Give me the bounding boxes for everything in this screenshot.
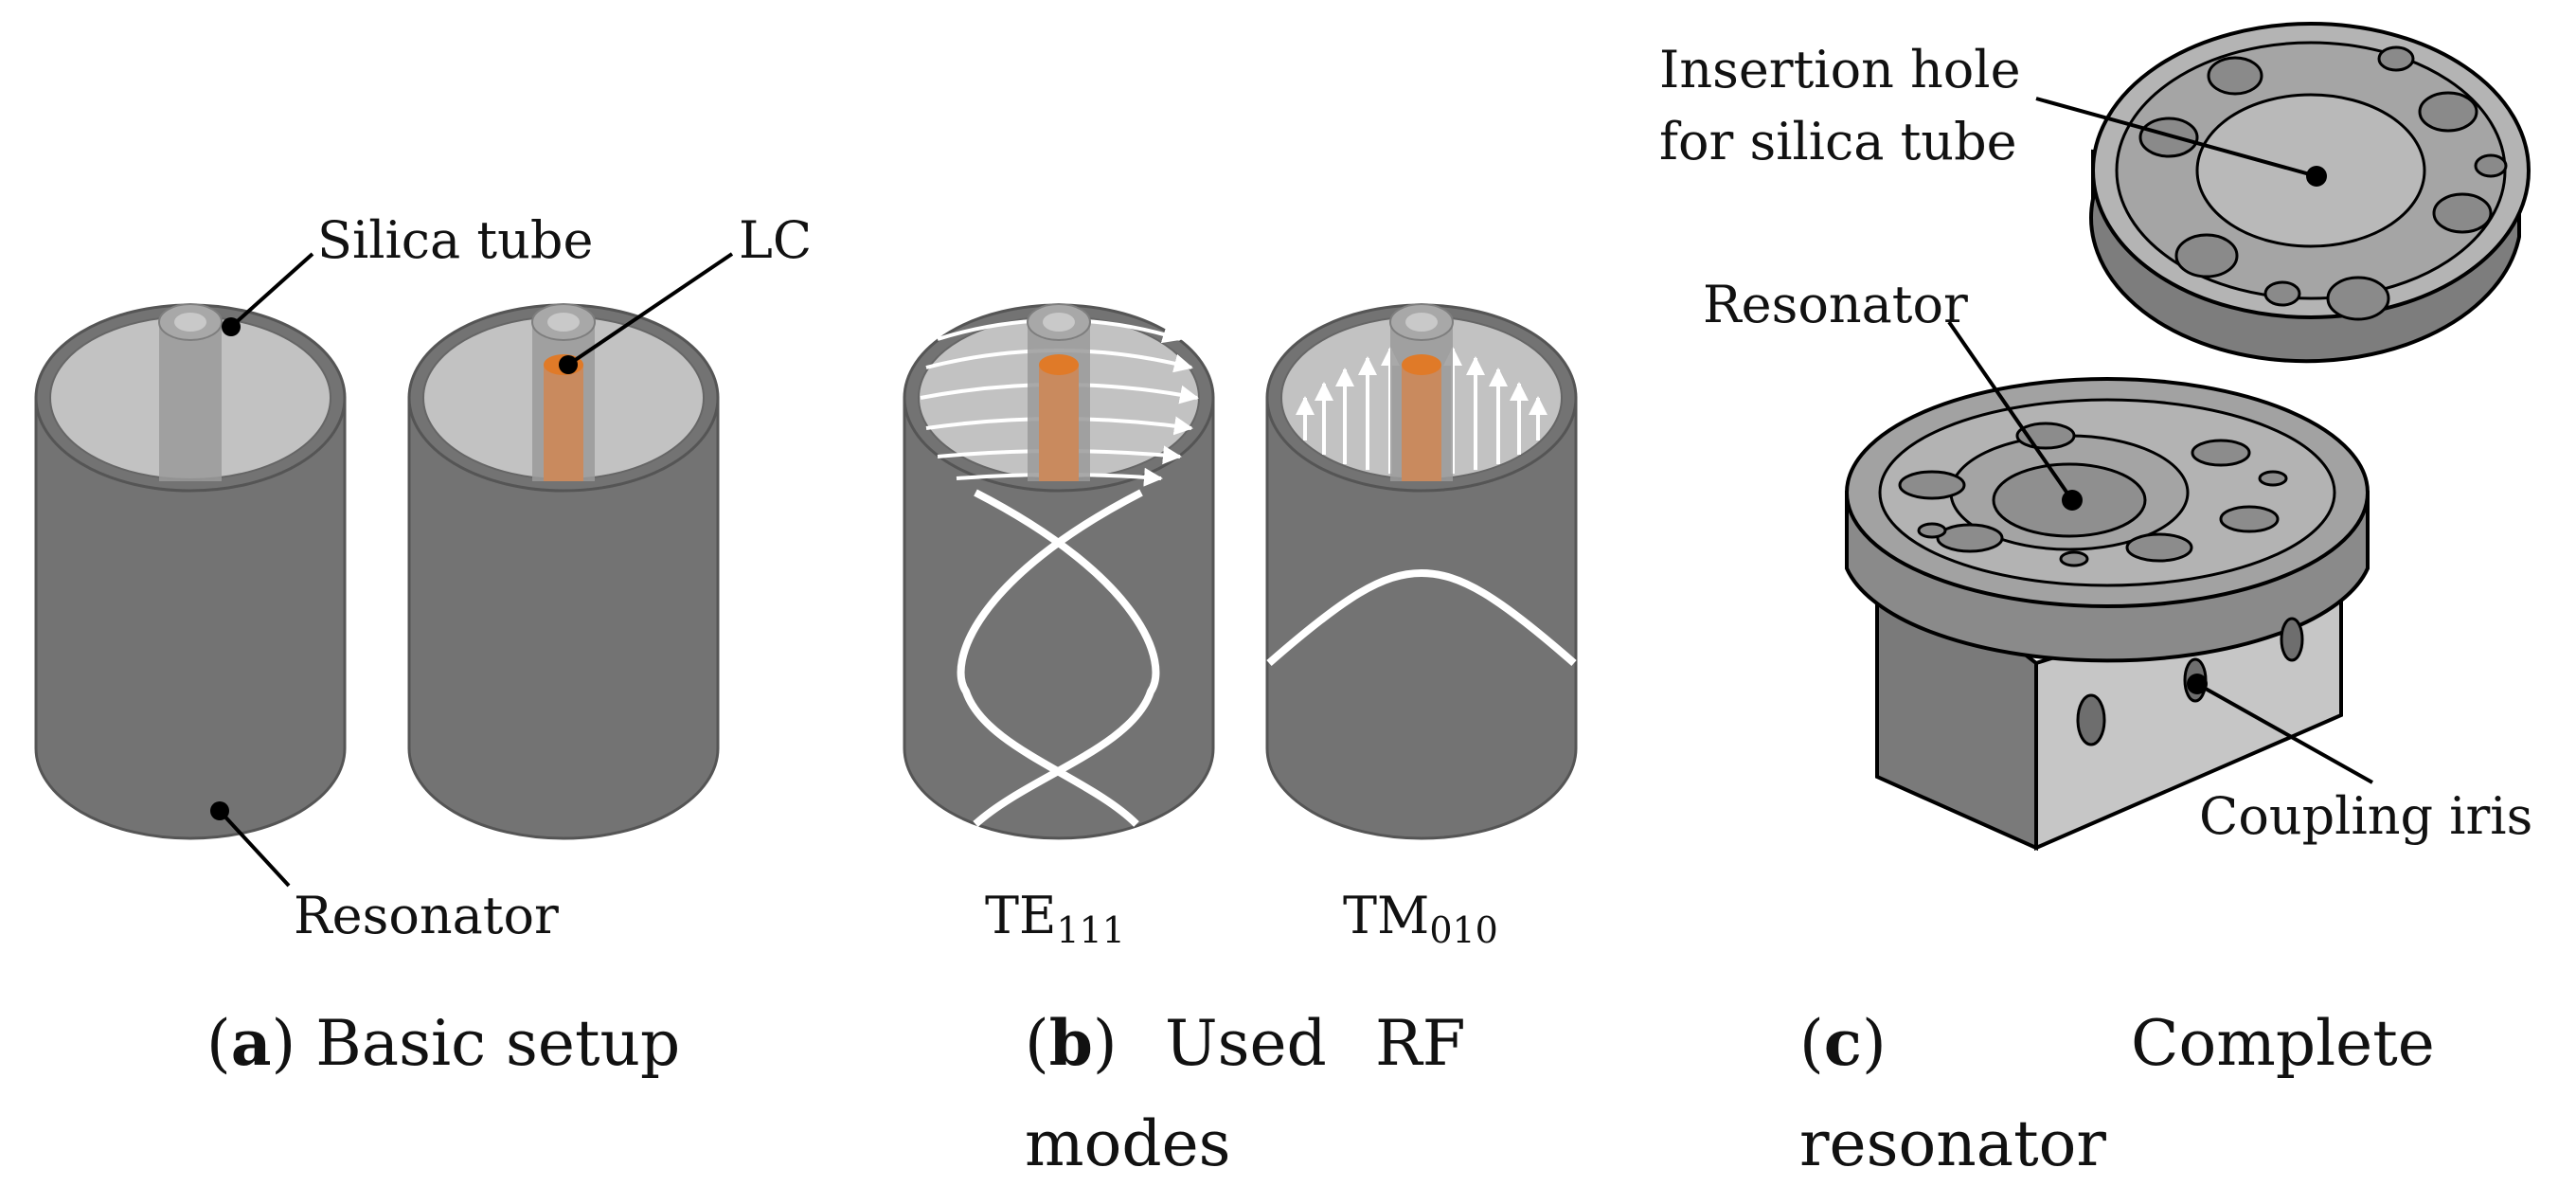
tm010-silica-tube — [1389, 303, 1454, 481]
label-tm010: TM010 — [1343, 886, 1498, 951]
caption-a-letter: a — [231, 1006, 272, 1080]
body-bolt-holes — [1898, 422, 2288, 567]
label-resonator-a: Resonator — [294, 886, 559, 945]
te111-side-pattern — [957, 489, 1160, 827]
resonator-body — [1845, 377, 2370, 852]
tm010-cavity — [1265, 303, 1578, 840]
label-resonator-c: Resonator — [1703, 275, 1968, 334]
caption-b-line1: (b) — [1025, 1006, 1118, 1080]
leader-coupling-iris — [2187, 674, 2373, 784]
panel-b: TE111 TM010 (b) Used RF modes — [903, 303, 1578, 1180]
te111-cavity — [903, 303, 1215, 840]
silica-tube — [158, 303, 223, 481]
panel-a: Silica tube LC Resonator (a) Basic setup — [34, 210, 812, 1080]
lc-sample — [544, 365, 583, 481]
leader-silica-tube — [222, 252, 314, 336]
caption-a: (a) Basic setup — [206, 1006, 680, 1080]
lid-bolt-holes — [2138, 45, 2508, 321]
label-te111: TE111 — [985, 886, 1125, 951]
leader-resonator-a — [210, 801, 291, 888]
label-insertion-hole-line1: Insertion hole — [1659, 40, 2021, 99]
label-coupling-iris: Coupling iris — [2199, 786, 2532, 846]
leader-resonator-c — [1947, 320, 2083, 511]
resonator-cylinder-empty — [34, 303, 347, 840]
silica-tube-with-lc — [531, 303, 596, 481]
panel-c: Insertion hole for silica tube — [1659, 22, 2532, 1180]
resonator-lid — [2089, 22, 2531, 364]
label-insertion-hole-line2: for silica tube — [1659, 112, 2017, 171]
caption-a-text: Basic setup — [315, 1007, 680, 1080]
leader-lc — [559, 252, 734, 374]
caption-b-word-2: RF — [1375, 1007, 1466, 1080]
leader-insertion-hole — [2035, 97, 2327, 187]
caption-c-line1: (c) — [1799, 1006, 1887, 1080]
resonator-cylinder-with-lc — [407, 303, 720, 840]
caption-c-word-2: resonator — [1799, 1107, 2106, 1180]
label-lc: LC — [739, 210, 812, 270]
caption-b-word-1: Used — [1165, 1007, 1327, 1080]
te111-silica-tube — [1027, 303, 1091, 481]
caption-c-word-1: Complete — [2131, 1007, 2435, 1080]
tm010-side-pattern — [1266, 568, 1577, 667]
label-silica-tube: Silica tube — [317, 210, 593, 270]
caption-b-word-3: modes — [1025, 1107, 1231, 1180]
